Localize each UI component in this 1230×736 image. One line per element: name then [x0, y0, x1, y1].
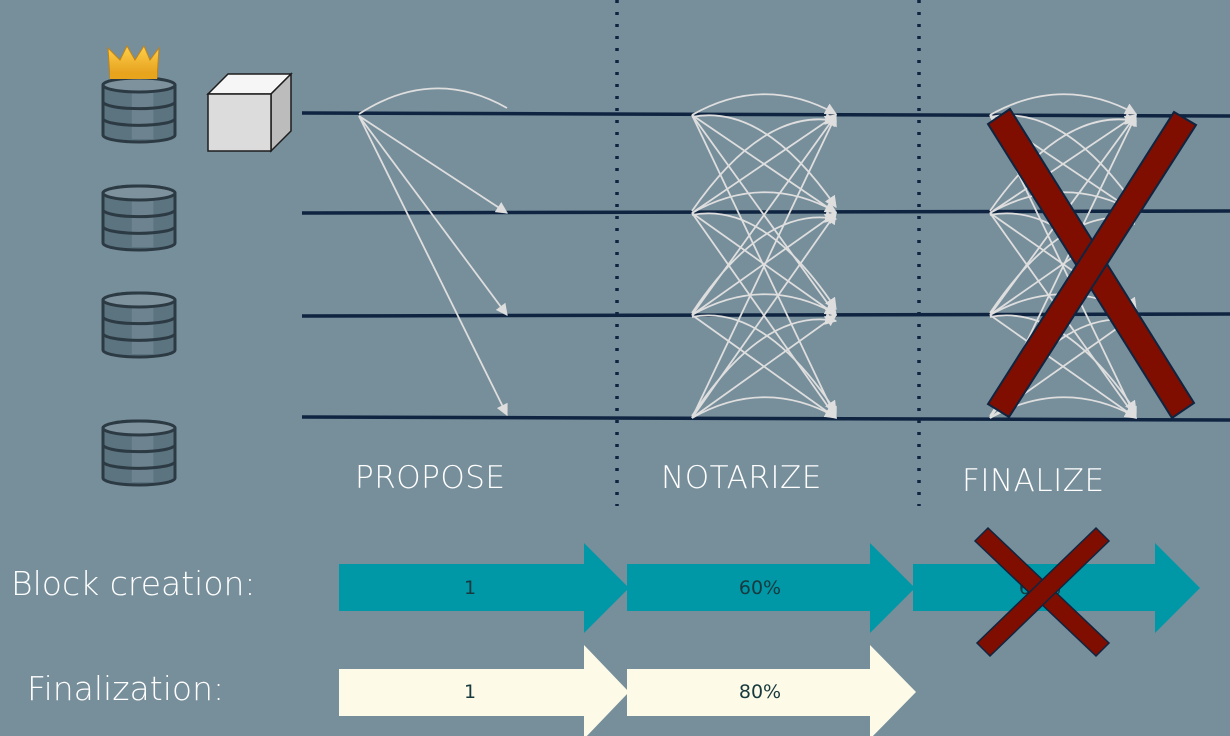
finalization-label: Finalization: — [27, 669, 225, 708]
block-creation-value: 60% — [738, 577, 782, 599]
notarize-message — [691, 396, 838, 419]
notarize-message — [691, 113, 838, 212]
phase-label-propose: PROPOSE — [355, 460, 506, 496]
node-database-icon — [101, 291, 177, 359]
notarize-message — [691, 212, 837, 310]
block-creation-label: Block creation: — [11, 564, 256, 603]
propose-self-message — [358, 87, 508, 115]
notarize-message — [691, 314, 837, 419]
phase-label-notarize: NOTARIZE — [661, 460, 822, 496]
block-creation-arrow — [339, 543, 629, 633]
node-timeline — [301, 111, 1230, 118]
propose-message — [358, 115, 509, 214]
finalization-arrow — [627, 645, 916, 736]
notarize-message — [691, 314, 837, 414]
notarize-message — [691, 293, 838, 316]
notarize-message — [691, 114, 837, 208]
propose-message — [358, 115, 508, 316]
block-creation-value: 1 — [463, 577, 477, 599]
node-timeline — [301, 415, 1230, 422]
notarize-message — [691, 313, 838, 417]
node-database-icon — [101, 184, 177, 252]
propose-message — [358, 115, 508, 417]
finalization-value: 80% — [738, 681, 782, 703]
notarize-message — [691, 114, 837, 214]
node-database-icon — [101, 419, 177, 487]
block-cube-icon — [206, 72, 293, 153]
phase-label-finalize: FINALIZE — [962, 463, 1105, 499]
finalization-arrow — [339, 645, 629, 736]
finalize-message — [989, 114, 1137, 214]
notarize-message — [691, 211, 838, 314]
crown-icon — [107, 44, 160, 79]
finalize-message — [989, 93, 1138, 116]
notarize-message — [691, 113, 837, 419]
finalize-message — [989, 113, 1138, 212]
notarize-message — [691, 93, 838, 116]
block-creation-arrow — [627, 543, 915, 633]
notarize-message — [691, 191, 838, 214]
finalize-cross-icon — [986, 107, 1198, 420]
notarize-message — [691, 212, 837, 316]
finalization-value: 1 — [463, 681, 477, 703]
